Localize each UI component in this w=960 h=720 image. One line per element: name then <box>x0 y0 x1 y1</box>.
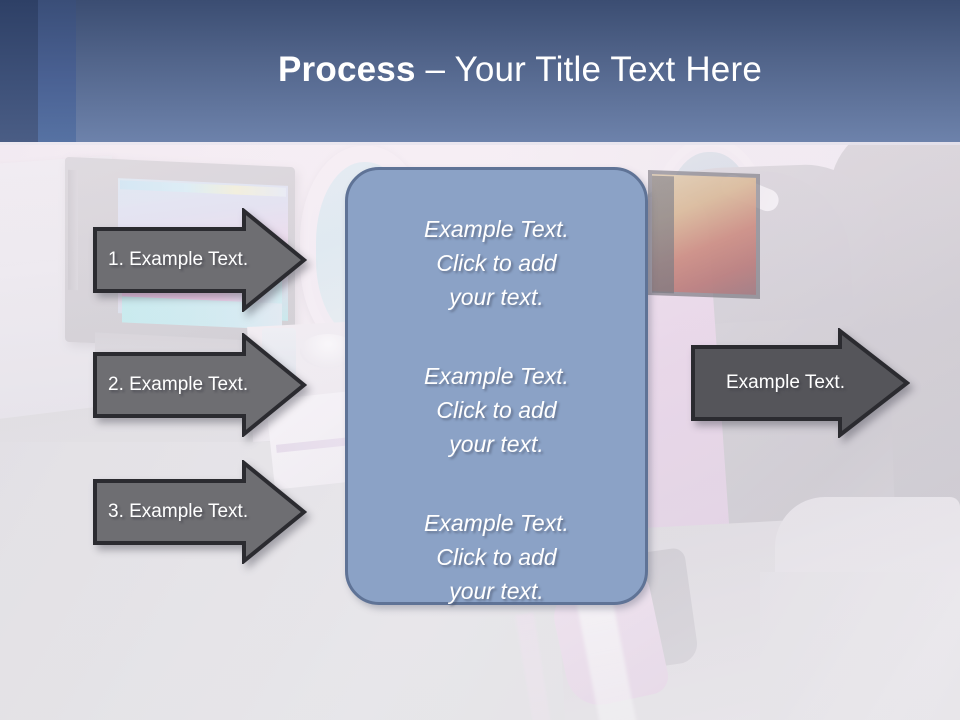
step-arrow-1[interactable]: 1. Example Text. <box>92 208 307 312</box>
panel-block-2-line-2: Click to add <box>436 397 557 423</box>
laptop-hinge <box>68 169 78 291</box>
center-content-panel[interactable]: Example Text. Click to add your text. Ex… <box>345 167 648 605</box>
panel-block-3-line-1: Example Text. <box>424 510 569 536</box>
right-arrow-icon <box>93 333 307 437</box>
step-arrow-2-label: 2. Example Text. <box>108 374 249 395</box>
step-arrow-3-label: 3. Example Text. <box>108 501 249 522</box>
panel-block-1-line-3: your text. <box>449 284 544 310</box>
panel-block-1-line-1: Example Text. <box>424 216 569 242</box>
panel-text-block-2[interactable]: Example Text. Click to add your text. <box>391 359 603 461</box>
header-underline <box>0 142 960 145</box>
header-accent-band-mid <box>38 0 76 142</box>
step-arrow-2[interactable]: 2. Example Text. <box>92 333 307 437</box>
panel-block-3-line-3: your text. <box>449 578 544 604</box>
outcome-arrow[interactable]: Example Text. <box>690 328 910 438</box>
page-title-rest: – Your Title Text Here <box>415 50 762 89</box>
panel-block-2-line-1: Example Text. <box>424 363 569 389</box>
page-title-strong: Process <box>278 50 416 89</box>
header-accent-band-dark <box>0 0 38 142</box>
panel-block-2-line-3: your text. <box>449 431 544 457</box>
panel-block-3-line-2: Click to add <box>436 544 557 570</box>
slide-header: Process – Your Title Text Here <box>0 0 960 142</box>
right-arrow-icon <box>691 328 910 438</box>
panel-block-1-line-2: Click to add <box>436 250 557 276</box>
outcome-arrow-label: Example Text. <box>726 372 845 393</box>
seatback-screen-sidebar <box>652 175 674 294</box>
right-arrow-icon <box>93 208 307 312</box>
panel-text-block-1[interactable]: Example Text. Click to add your text. <box>391 212 603 314</box>
page-title: Process – Your Title Text Here <box>120 48 920 92</box>
step-arrow-1-label: 1. Example Text. <box>108 249 249 270</box>
step-arrow-3[interactable]: 3. Example Text. <box>92 460 307 564</box>
right-arrow-icon <box>93 460 307 564</box>
panel-text-block-3[interactable]: Example Text. Click to add your text. <box>391 506 603 608</box>
cabin-wall-right <box>760 572 960 720</box>
